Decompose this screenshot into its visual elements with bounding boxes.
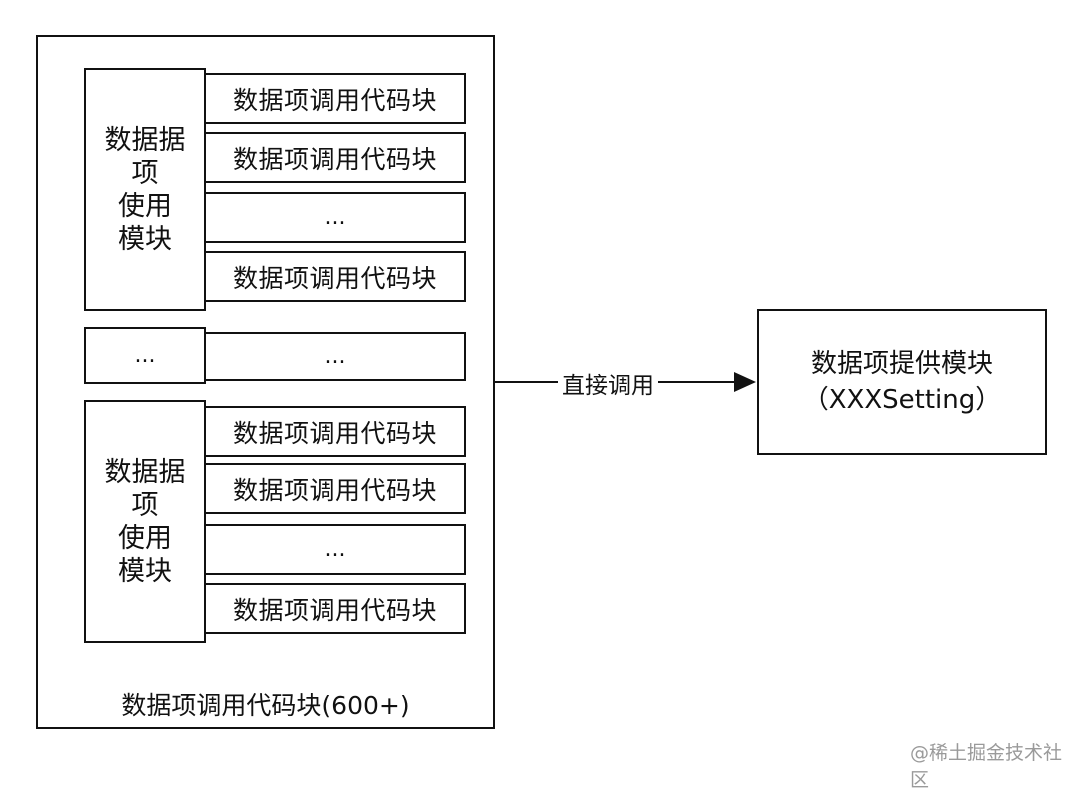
group1-row-2: 数据项调用代码块 — [204, 132, 466, 183]
group2-row-2: 数据项调用代码块 — [204, 463, 466, 514]
group2-row-4: 数据项调用代码块 — [204, 583, 466, 634]
container-caption: 数据项调用代码块(600+) — [121, 691, 410, 720]
provider-subtitle: （XXXSetting） — [802, 385, 1002, 415]
watermark-text: @稀土掘金技术社区 — [910, 742, 1063, 791]
edge-label: 直接调用 — [558, 366, 658, 400]
group1-row-4: 数据项调用代码块 — [204, 251, 466, 302]
group2-side-label: 数据据 项 使用 模块 — [84, 400, 206, 643]
group1-row-3: ... — [204, 192, 466, 243]
provider-title: 数据项提供模块 — [810, 349, 993, 379]
provider-box: 数据项提供模块 （XXXSetting） — [757, 309, 1047, 455]
group1-side-label: 数据据 项 使用 模块 — [84, 68, 206, 311]
arrowhead-icon — [734, 372, 756, 392]
group2-row-1: 数据项调用代码块 — [204, 406, 466, 457]
group2-row-3: ... — [204, 524, 466, 575]
middle-right-ellipsis: ... — [204, 332, 466, 381]
middle-left-ellipsis: ... — [84, 327, 206, 384]
group1-row-1: 数据项调用代码块 — [204, 73, 466, 124]
